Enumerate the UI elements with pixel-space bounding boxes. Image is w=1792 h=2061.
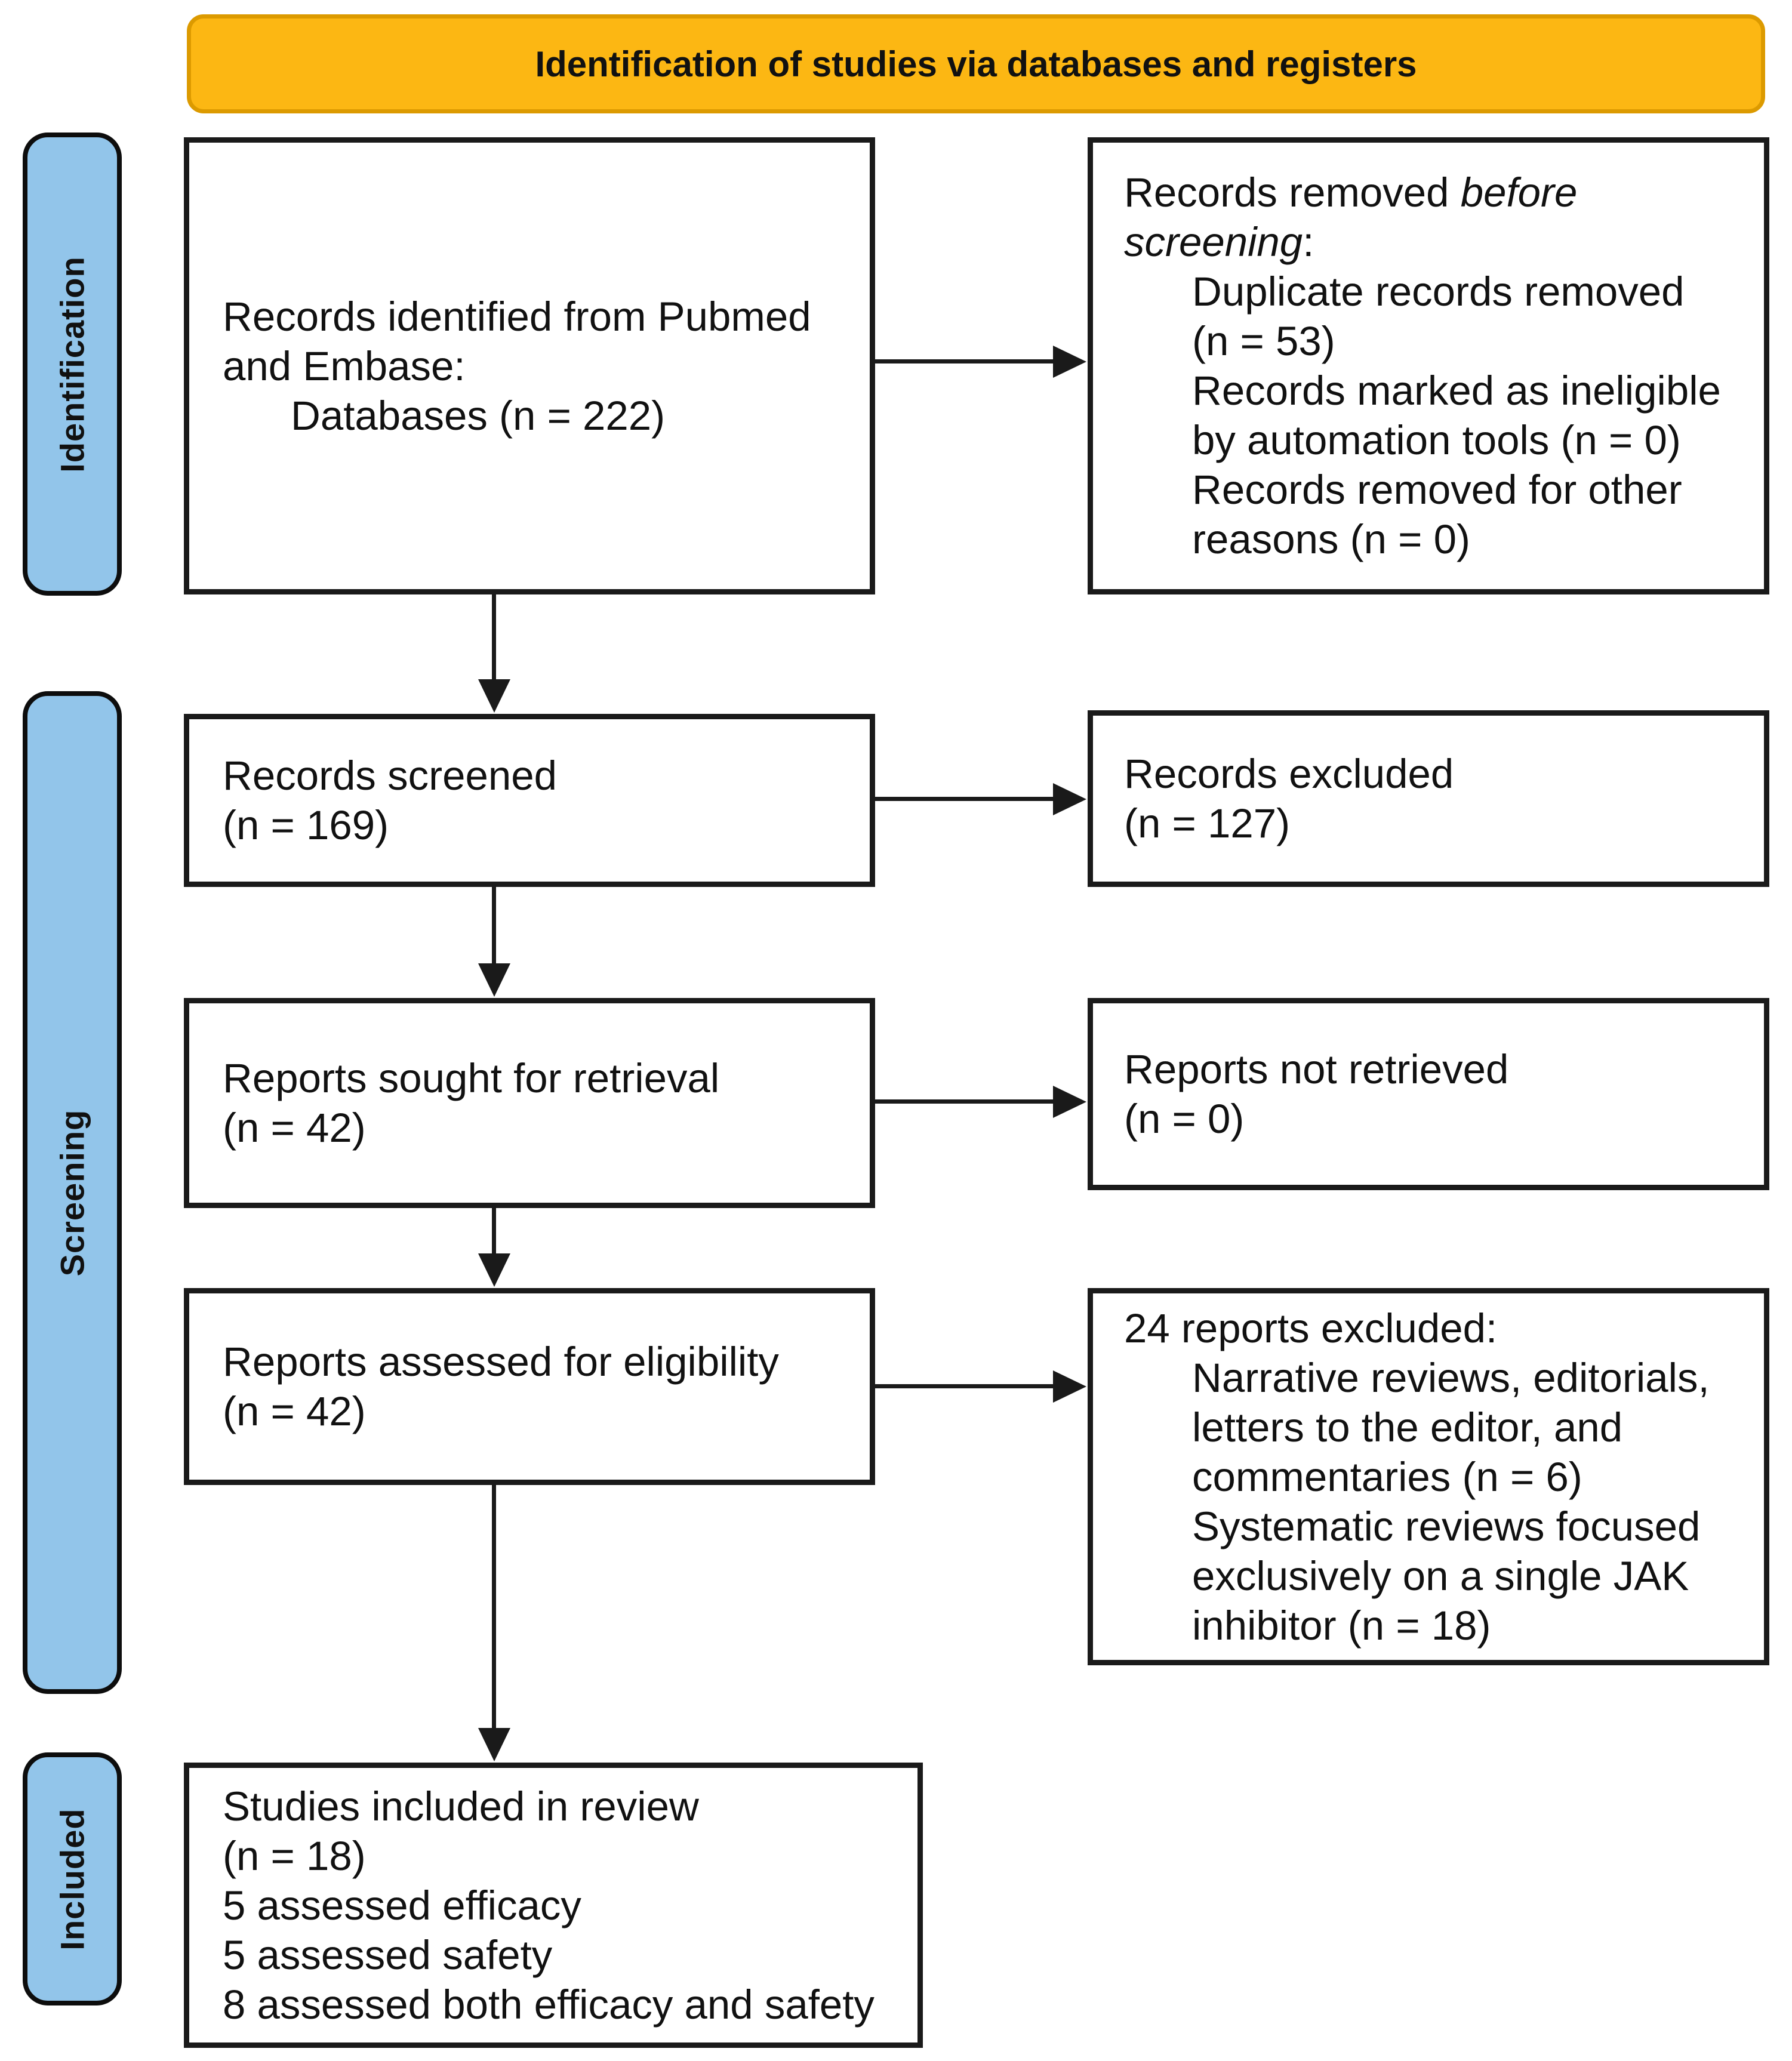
text-line: (n = 18) [223, 1832, 366, 1879]
right-arrow-icon [875, 797, 1054, 801]
text-line: (n = 53) [1192, 318, 1335, 364]
down-arrow-icon [492, 1485, 496, 1729]
text-line: exclusively on a single JAK [1192, 1552, 1689, 1599]
down-arrow-icon [492, 594, 496, 680]
text-line: commentaries (n = 6) [1192, 1453, 1582, 1500]
text-line: Reports not retrieved [1124, 1046, 1509, 1092]
text-line: letters to the editor, and [1192, 1404, 1623, 1450]
stage-label-identification: Identification [23, 133, 122, 596]
text-line: (n = 42) [223, 1105, 366, 1151]
stage-label-text: Screening [53, 1109, 91, 1276]
text-line: Duplicate records removed [1192, 269, 1685, 315]
stage-label-text: Identification [53, 255, 91, 473]
text-line: (n = 42) [223, 1388, 366, 1434]
text-line: inhibitor (n = 18) [1192, 1602, 1491, 1649]
text-line: 5 assessed safety [223, 1931, 553, 1978]
text-line: screening: [1124, 219, 1314, 265]
stage-label-included: Included [23, 1752, 122, 2005]
reports-assessed-box: Reports assessed for eligibility (n = 42… [184, 1288, 875, 1485]
text-line: by automation tools (n = 0) [1192, 417, 1681, 463]
text-line: (n = 127) [1124, 800, 1291, 846]
text-line: Records removed before [1124, 170, 1578, 215]
text-line: reasons (n = 0) [1192, 516, 1470, 562]
reports-sought-box: Reports sought for retrieval (n = 42) [184, 998, 875, 1208]
text-line: Databases (n = 222) [291, 392, 666, 439]
text-line: Records excluded [1124, 751, 1454, 797]
text-line: (n = 169) [223, 802, 389, 848]
text-line: Studies included in review [223, 1783, 699, 1829]
right-arrow-icon [875, 1099, 1054, 1104]
banner-title: Identification of studies via databases … [187, 14, 1765, 113]
text-line: 24 reports excluded: [1124, 1305, 1498, 1351]
records-screened-box: Records screened (n = 169) [184, 714, 875, 887]
text-line: Reports assessed for eligibility [223, 1339, 779, 1385]
records-identified-box: Records identified from Pubmed and Embas… [184, 137, 875, 594]
records-excluded-box: Records excluded (n = 127) [1088, 710, 1769, 887]
text-line: 5 assessed efficacy [223, 1882, 581, 1928]
text-line: (n = 0) [1124, 1096, 1245, 1142]
text-line: Records marked as ineligible [1192, 368, 1721, 414]
text-line: 8 assessed both efficacy and safety [223, 1981, 875, 2028]
studies-included-box: Studies included in review (n = 18) 5 as… [184, 1763, 923, 2048]
text-line: Records identified from Pubmed [223, 293, 811, 340]
text-line: Records removed for other [1192, 467, 1682, 513]
records-removed-box: Records removed before screening: Duplic… [1088, 137, 1769, 594]
text-line: Narrative reviews, editorials, [1192, 1354, 1710, 1401]
text-line: Records screened [223, 753, 557, 799]
reports-not-retrieved-box: Reports not retrieved (n = 0) [1088, 998, 1769, 1190]
text-line: and Embase: [223, 343, 466, 389]
stage-label-text: Included [53, 1807, 91, 1951]
down-arrow-icon [492, 1208, 496, 1255]
down-arrow-icon [492, 887, 496, 965]
right-arrow-icon [875, 359, 1054, 363]
reports-excluded-box: 24 reports excluded: Narrative reviews, … [1088, 1288, 1769, 1665]
right-arrow-icon [875, 1384, 1054, 1388]
text-line: Reports sought for retrieval [223, 1055, 720, 1101]
stage-label-screening: Screening [23, 691, 122, 1694]
text-line: Systematic reviews focused [1192, 1503, 1701, 1549]
